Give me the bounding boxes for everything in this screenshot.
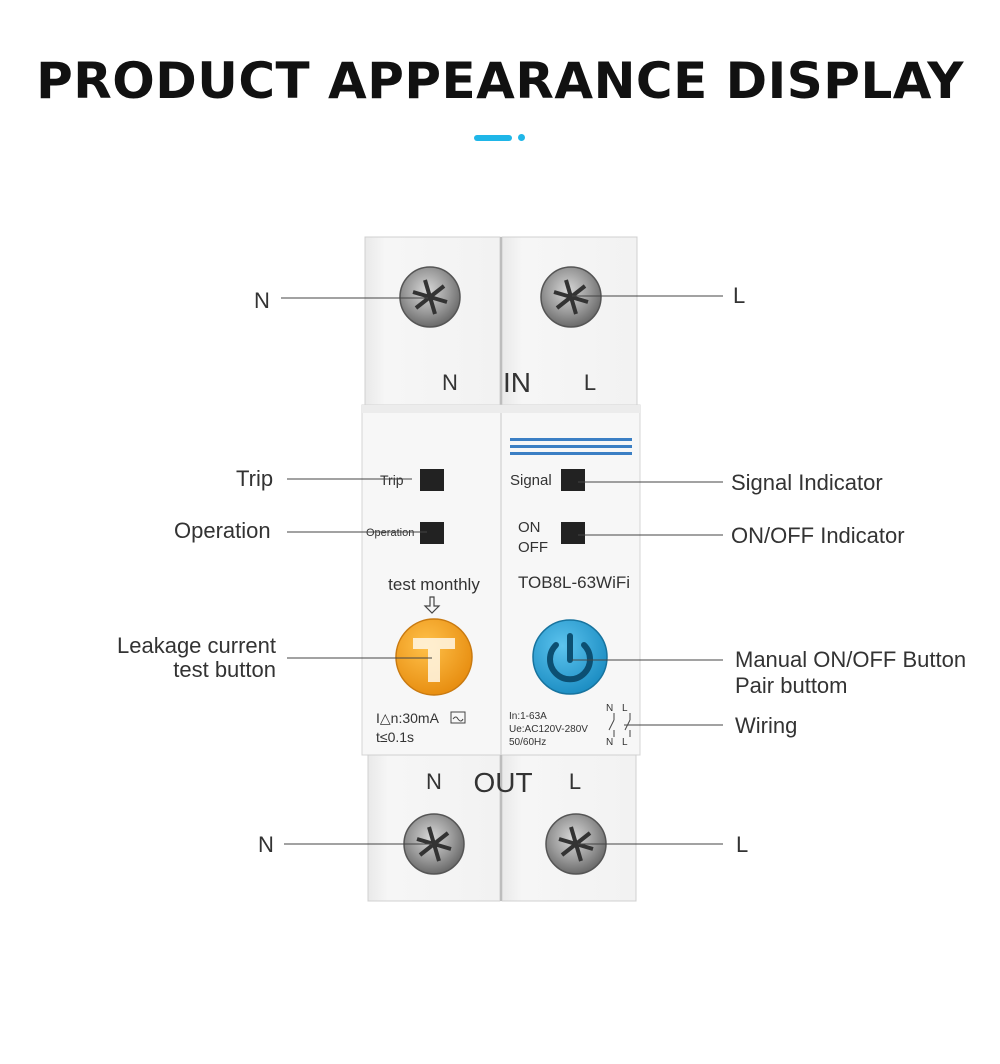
wiring-n-top: N xyxy=(606,703,613,714)
device-operation-label: Operation xyxy=(366,527,414,539)
callout-leakage: Leakage current test button xyxy=(80,634,276,682)
callout-manual-line1: Manual ON/OFF Button xyxy=(735,647,967,672)
operation-indicator-window xyxy=(420,522,444,544)
callout-top-l: L xyxy=(733,283,746,308)
device-top-n-label: N xyxy=(442,370,458,395)
device-spec-voltage: Ue:AC120V-280V xyxy=(509,724,588,735)
manual-onoff-button[interactable] xyxy=(532,619,608,695)
device-top-l-label: L xyxy=(584,370,596,395)
onoff-indicator-window xyxy=(561,522,585,544)
wiring-l-top: L xyxy=(622,703,628,714)
wiring-n-bottom: N xyxy=(606,737,613,748)
callout-manual-line2: Pair buttom xyxy=(735,673,848,698)
callout-operation: Operation xyxy=(174,518,271,543)
signal-indicator-window xyxy=(561,469,585,491)
device-signal-label: Signal xyxy=(510,472,552,489)
device-trip-label: Trip xyxy=(380,472,404,488)
leakage-test-button[interactable] xyxy=(395,618,473,696)
device-rating-time: t≤0.1s xyxy=(376,729,414,745)
screw-top-l xyxy=(540,266,602,328)
device-model-label: TOB8L-63WiFi xyxy=(518,573,630,592)
callout-onoff-indicator: ON/OFF Indicator xyxy=(731,523,905,548)
page-title: PRODUCT APPEARANCE DISPLAY xyxy=(36,52,964,110)
callout-wiring: Wiring xyxy=(735,713,798,738)
screw-bottom-l xyxy=(545,813,607,875)
callout-bottom-l: L xyxy=(736,832,749,857)
t-letter-icon xyxy=(413,638,455,682)
callout-leakage-line2: test button xyxy=(173,657,276,682)
ac-symbol-icon xyxy=(450,711,466,724)
device-spec-current: In:1-63A xyxy=(509,711,547,722)
screw-bottom-n xyxy=(403,813,465,875)
device-on-label: ON xyxy=(518,519,541,536)
leader-lines xyxy=(281,295,723,845)
callout-leakage-line1: Leakage current xyxy=(117,633,276,658)
wiring-diagram: N L N L xyxy=(606,703,631,748)
top-terminal-block xyxy=(364,236,638,408)
callout-bottom-n: N xyxy=(258,832,274,857)
trip-indicator-window xyxy=(420,469,444,491)
callout-top-n: N xyxy=(254,288,270,313)
callout-trip: Trip xyxy=(236,466,274,491)
device-test-monthly-label: test monthly xyxy=(388,575,480,594)
title-underline-dash xyxy=(474,135,512,141)
callout-manual: Manual ON/OFF Button Pair buttom xyxy=(735,648,966,698)
device-in-label: IN xyxy=(503,367,531,398)
device-rating-leakage: I△n:30mA xyxy=(376,710,440,726)
down-arrow-icon xyxy=(423,596,441,614)
device-bottom-n-label: N xyxy=(426,769,442,794)
device-out-label: OUT xyxy=(473,767,532,798)
breaker-body xyxy=(361,404,641,756)
device-bottom-l-label: L xyxy=(569,769,581,794)
callout-signal-indicator: Signal Indicator xyxy=(731,470,883,495)
title-underline-dot xyxy=(518,134,525,141)
screw-top-n xyxy=(399,266,461,328)
device-off-label: OFF xyxy=(518,539,548,556)
wiring-l-bottom: L xyxy=(622,737,628,748)
brand-stripe xyxy=(510,438,632,455)
power-icon xyxy=(547,642,593,683)
device-spec-frequency: 50/60Hz xyxy=(509,737,546,748)
